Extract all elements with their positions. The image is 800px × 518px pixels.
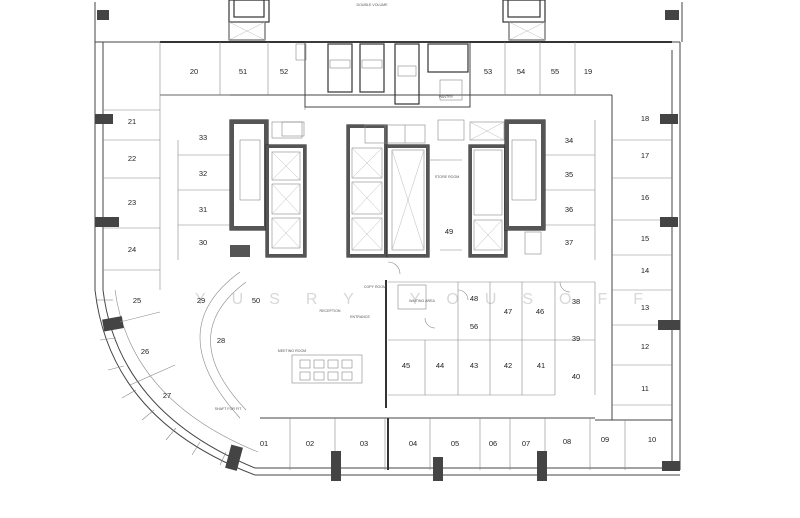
- meeting-room-label: MEETING ROOM: [278, 349, 307, 353]
- room-label: 39: [572, 334, 580, 343]
- core-west: [229, 119, 307, 258]
- room-label: 43: [470, 361, 478, 370]
- room-label: 52: [280, 67, 288, 76]
- room-label: 34: [565, 136, 573, 145]
- room-label: 11: [641, 384, 649, 393]
- room-label: 46: [536, 307, 544, 316]
- room-label: 05: [451, 439, 459, 448]
- entrance-label: ENTRANCE: [350, 315, 370, 319]
- room-label: 12: [641, 342, 649, 351]
- fixtures: [281, 119, 571, 329]
- room-label: 09: [601, 435, 609, 444]
- room-label: 44: [436, 361, 444, 370]
- top-label: DOUBLE VOLUME: [357, 3, 389, 7]
- room-label: 45: [402, 361, 410, 370]
- room-label: 25: [133, 296, 141, 305]
- room-label: 35: [565, 170, 573, 179]
- room-label: 02: [306, 439, 314, 448]
- meeting-area: MEETING ROOM SHAFT FOR FIT: [215, 349, 363, 411]
- room-label: 27: [163, 391, 171, 400]
- room-label: 26: [141, 347, 149, 356]
- room-label: 56: [470, 322, 478, 331]
- room-label: 15: [641, 234, 649, 243]
- room-label: 55: [551, 67, 559, 76]
- waiting-label: WAITING AREA: [409, 299, 435, 303]
- east-rooms: [469, 42, 672, 406]
- room-label: 37: [565, 238, 573, 247]
- room-label: 23: [128, 198, 136, 207]
- room-label: 53: [484, 67, 492, 76]
- facade-mullions: [97, 299, 227, 466]
- core-center: [346, 124, 430, 258]
- room-numbers: 01 02 03 04 05 06 07 08 09 10 11 12 13 1…: [128, 67, 656, 448]
- room-label: 18: [641, 114, 649, 123]
- room-label: 13: [641, 303, 649, 312]
- copy-room-label: COPY ROOM: [364, 285, 386, 289]
- restroom-block: PANTRY: [295, 41, 471, 108]
- room-label: 20: [190, 67, 198, 76]
- office-grid: WAITING AREA COPY ROOM ENTRANCE RECEPTIO…: [320, 280, 596, 408]
- room-label: 49: [445, 227, 453, 236]
- room-label: 04: [409, 439, 417, 448]
- room-label: 01: [260, 439, 268, 448]
- room-label: 19: [584, 67, 592, 76]
- shaft-label: SHAFT FOR FIT: [215, 407, 242, 411]
- room-label: 22: [128, 154, 136, 163]
- room-label: 14: [641, 266, 649, 275]
- store-room-label: STORE ROOM: [435, 175, 460, 179]
- top-structure: DOUBLE VOLUME: [94, 0, 683, 43]
- room-label: 06: [489, 439, 497, 448]
- room-label: 32: [199, 169, 207, 178]
- room-label: 03: [360, 439, 368, 448]
- room-label: 47: [504, 307, 512, 316]
- room-label: 48: [470, 294, 478, 303]
- room-label: 08: [563, 437, 571, 446]
- room-label: 29: [197, 296, 205, 305]
- room-label: 24: [128, 245, 136, 254]
- room-label: 33: [199, 133, 207, 142]
- room-label: 38: [572, 297, 580, 306]
- room-label: 21: [128, 117, 136, 126]
- room-label: 40: [572, 372, 580, 381]
- room-label: 31: [199, 205, 207, 214]
- room-label: 28: [217, 336, 225, 345]
- room-label: 07: [522, 439, 530, 448]
- room-label: 10: [648, 435, 656, 444]
- room-label: 50: [252, 296, 260, 305]
- watermark-text: YUSRY YOUSOFF: [195, 291, 669, 308]
- room-label: 51: [239, 67, 247, 76]
- core-east: STORE ROOM: [435, 119, 546, 258]
- room-label: 42: [504, 361, 512, 370]
- room-label: 54: [517, 67, 525, 76]
- pantry-label: PANTRY: [439, 95, 454, 99]
- room-label: 30: [199, 238, 207, 247]
- room-label: 36: [565, 205, 573, 214]
- reception-label: RECEPTION: [320, 309, 341, 313]
- room-label: 17: [641, 151, 649, 160]
- room-label: 41: [537, 361, 545, 370]
- room-label: 16: [641, 193, 649, 202]
